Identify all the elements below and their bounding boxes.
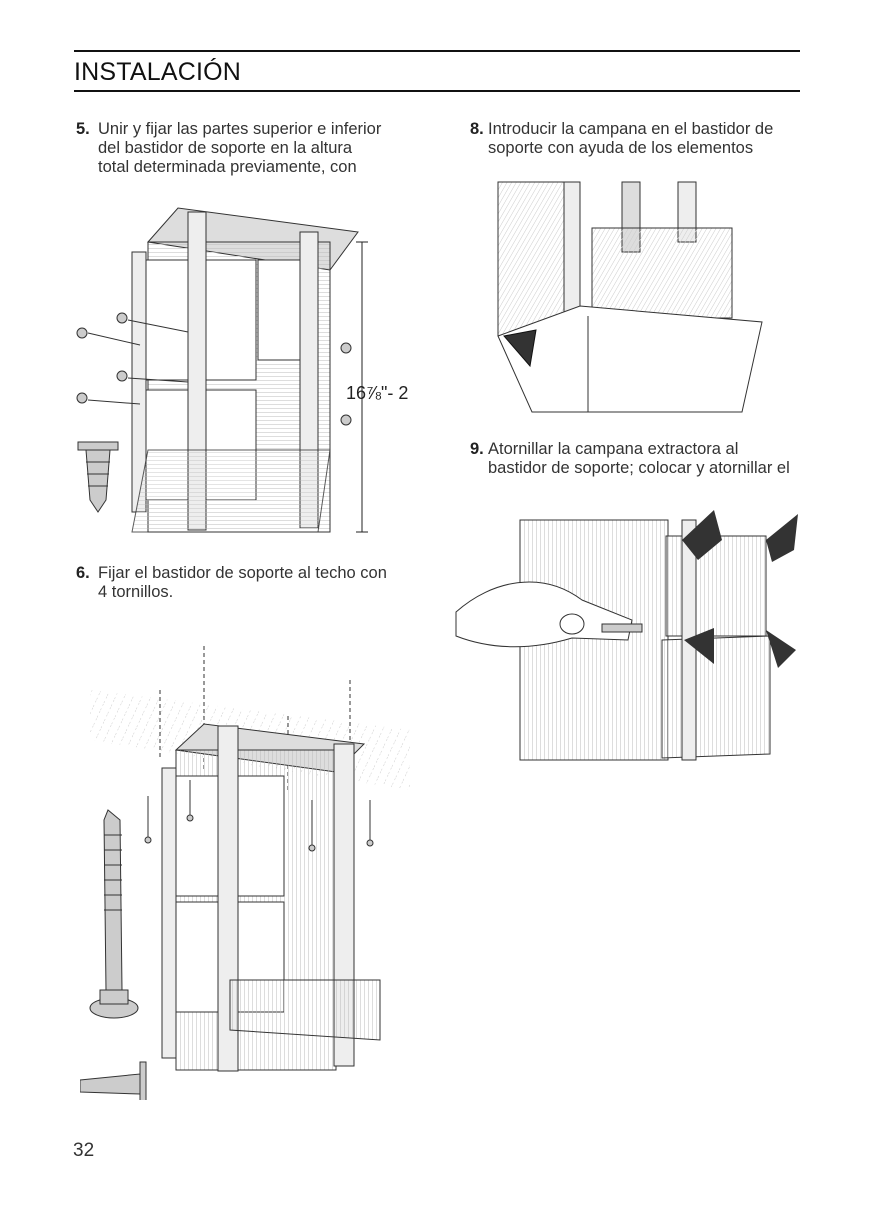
step-8-number: 8. [470, 120, 484, 138]
step-5-line-3: total determinada previamente, con [98, 158, 357, 176]
step-6: 6. Fijar el bastidor de soporte al techo… [76, 564, 416, 602]
step-9-line-2: bastidor de soporte; colocar y atornilla… [488, 459, 790, 477]
step-6-line-2: 4 tornillos. [98, 583, 174, 601]
step-9-line-1: Atornillar la campana extractora al [488, 440, 739, 458]
step-8: 8. Introducir la campana en el bastidor … [470, 120, 810, 158]
figure-screw-hood [452, 500, 802, 770]
header-top-rule [74, 50, 800, 52]
step-6-number: 6. [76, 564, 90, 582]
page-number: 32 [73, 1140, 95, 1161]
figure-ceiling-mount [80, 640, 420, 1100]
header-bottom-rule [74, 90, 800, 92]
page-title: INSTALACIÓN [74, 58, 242, 86]
step-5: 5. Unir y fijar las partes superior e in… [76, 120, 416, 177]
figure-hood-insert [492, 176, 772, 416]
step-5-number: 5. [76, 120, 90, 138]
step-5-line-1: Unir y fijar las partes superior e infer… [98, 120, 382, 138]
figure-frame-assembly: 16⅞"- 2 [68, 200, 408, 540]
step-9-number: 9. [470, 440, 484, 458]
step-9: 9. Atornillar la campana extractora al b… [470, 440, 830, 478]
step-6-line-1: Fijar el bastidor de soporte al techo co… [98, 564, 387, 582]
dimension-label: 16⅞"- 2 [346, 383, 408, 403]
step-8-line-2: soporte con ayuda de los elementos [488, 139, 754, 157]
step-5-line-2: del bastidor de soporte en la altura [98, 139, 353, 157]
step-8-line-1: Introducir la campana en el bastidor de [488, 120, 774, 138]
